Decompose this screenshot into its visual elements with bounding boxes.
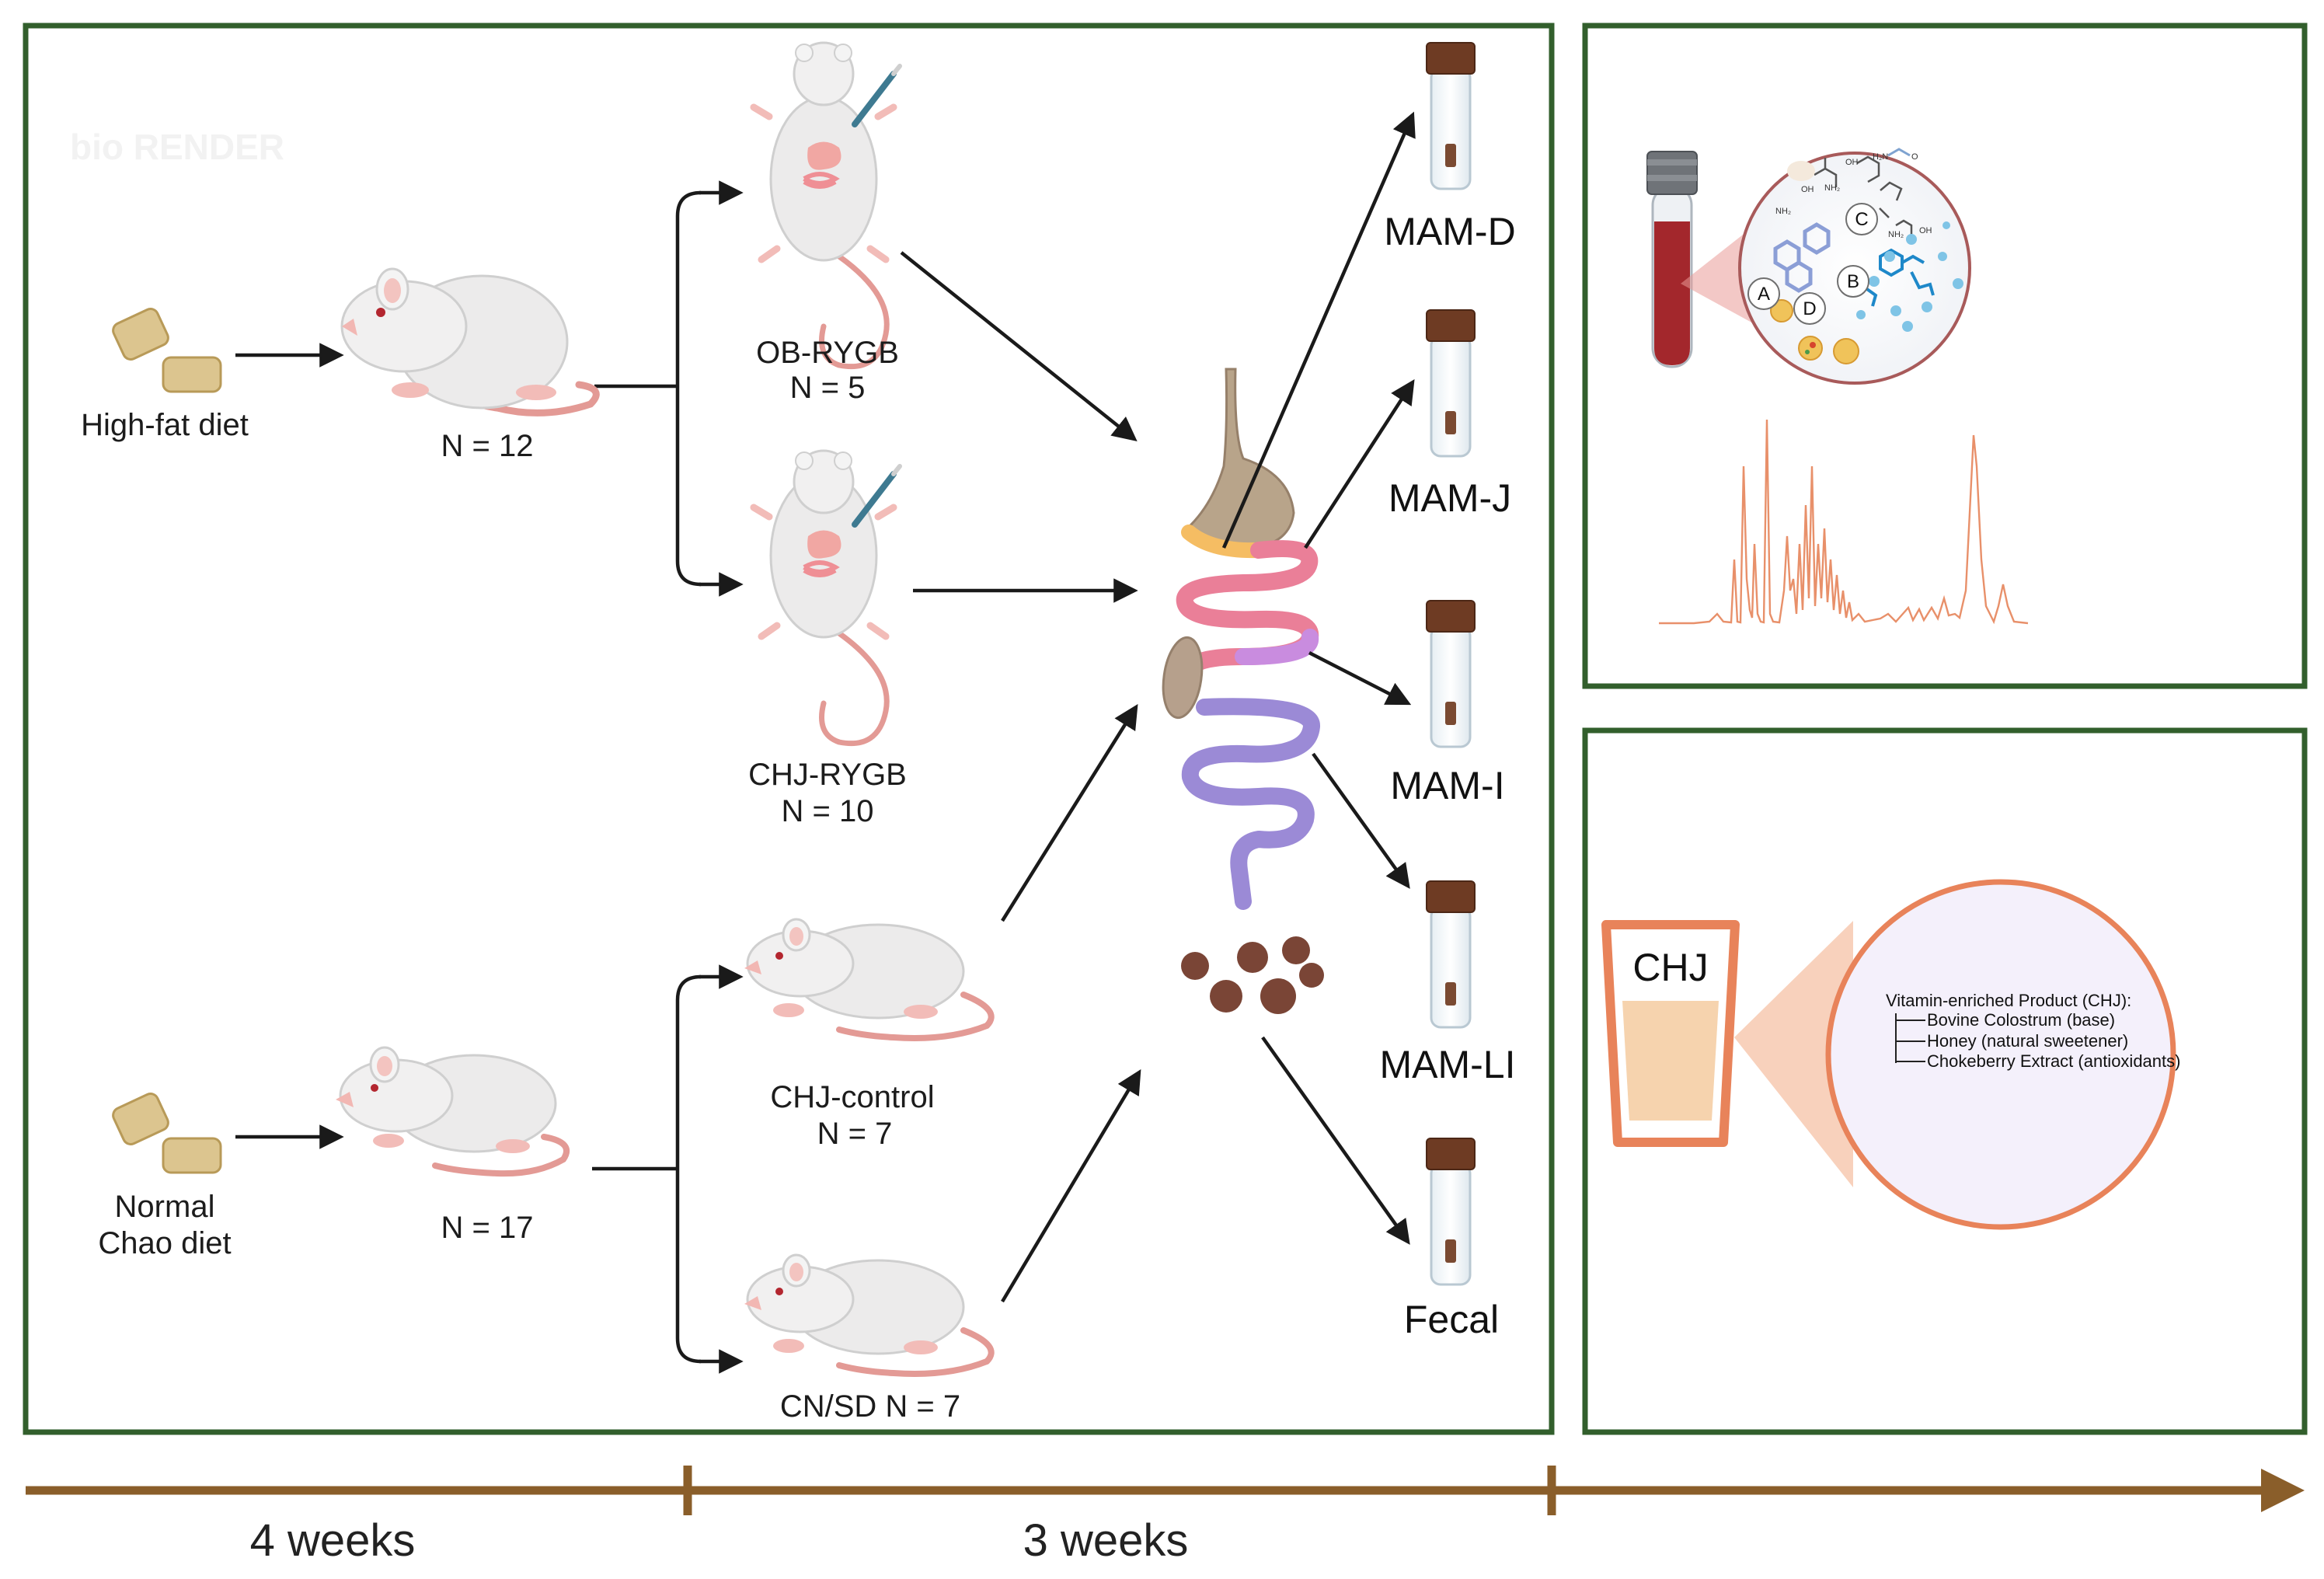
normal-diet-label-line1: Normal — [115, 1190, 215, 1224]
sample-label-mam-li: MAM-LI — [1380, 1043, 1516, 1086]
chj-control-rat-icon — [744, 918, 995, 1041]
branch-hfd — [594, 190, 702, 587]
metabolomics-panel — [1582, 23, 2308, 689]
metabolite-structures-icon — [1773, 148, 1935, 307]
obese-rat-icon — [340, 267, 600, 417]
fecal-pellets-icon — [1181, 936, 1324, 1014]
arrow-gut-to-mam-i — [1308, 650, 1412, 706]
ob-rygb-name-label: OB-RYGB — [756, 336, 899, 370]
normal-diet-label-line2: Chao diet — [98, 1226, 231, 1260]
ob-rygb-n-label: N = 5 — [790, 371, 866, 405]
gastrointestinal-tract-icon — [1162, 368, 1320, 910]
chj-rygb-surgery-rat-icon — [750, 449, 902, 747]
timeline-period-3-weeks: 3 weeks — [1023, 1515, 1189, 1566]
cn-sd-label: CN/SD N = 7 — [780, 1389, 960, 1424]
normal-diet-pellets-icon — [112, 1093, 222, 1174]
sample-tube-mam-d-icon — [1426, 42, 1476, 190]
chem-label-o: O — [1911, 152, 1918, 162]
sample-tube-fecal-icon — [1426, 1138, 1476, 1286]
sample-tube-mam-j-icon — [1426, 309, 1476, 458]
high-fat-diet-label: High-fat diet — [81, 408, 249, 442]
sample-label-mam-i: MAM-I — [1390, 764, 1504, 807]
sample-tube-mam-li-icon — [1426, 880, 1476, 1029]
metabolite-class-c: C — [1855, 209, 1868, 230]
timeline-arrowhead — [2261, 1469, 2305, 1512]
molecule-dots-icon — [1856, 221, 1963, 332]
chj-cup-label: CHJ — [1632, 946, 1708, 989]
chj-rygb-n-label: N = 10 — [782, 794, 874, 828]
branch-normal — [592, 974, 702, 1364]
arrow-fecal-to-tube — [1261, 1036, 1410, 1245]
cn-sd-rat-icon — [744, 1253, 995, 1377]
timeline-period-4-weeks: 4 weeks — [250, 1515, 416, 1566]
sample-tube-mam-i-icon — [1426, 600, 1476, 748]
chem-label-nh2b: NH₂ — [1824, 183, 1840, 193]
arrow-gut-to-mam-j — [1304, 379, 1415, 549]
main-panel — [23, 23, 1555, 1435]
arrow-gut-to-mam-d — [1221, 111, 1416, 549]
chem-label-oh2: OH — [1845, 158, 1859, 167]
chj-ingredient-3: Chokeberry Extract (antioxidants) — [1927, 1051, 2180, 1071]
sample-label-mam-j: MAM-J — [1388, 476, 1511, 520]
high-fat-diet-pellets-icon — [112, 308, 222, 393]
metabolite-class-a: A — [1758, 284, 1770, 305]
metabolite-class-d: D — [1803, 298, 1816, 319]
chj-composition-bubble — [1825, 879, 2176, 1230]
chem-label-h2n: H₂N — [1873, 152, 1888, 162]
chem-label-nh2c: NH₂ — [1888, 230, 1904, 239]
chj-ingredient-tree-lines — [1895, 1013, 1925, 1063]
zoom-cone-chj — [1734, 921, 1853, 1187]
chj-panel — [1582, 727, 2308, 1435]
chj-control-n-label: N = 7 — [817, 1117, 893, 1151]
arrow-chj-control-to-gut — [1001, 703, 1138, 922]
arrow-cn-sd-to-gut — [1001, 1068, 1141, 1303]
sample-label-fecal: Fecal — [1404, 1298, 1499, 1341]
normal-rat-n-label: N = 17 — [441, 1211, 534, 1245]
chem-label-nh2a: NH₂ — [1775, 207, 1791, 216]
chem-label-oh1: OH — [1801, 185, 1814, 194]
normal-rat-icon — [336, 1046, 570, 1177]
lipid-particles-icon — [1770, 299, 1859, 364]
chj-cup-icon — [1601, 920, 1740, 1147]
chem-label-oh3: OH — [1919, 226, 1932, 235]
chj-rygb-name-label: CHJ-RYGB — [748, 758, 907, 792]
ob-rygb-surgery-rat-icon — [750, 41, 902, 370]
arrow-ob-rygb-to-gut — [900, 251, 1138, 441]
hfd-rat-n-label: N = 12 — [441, 429, 534, 463]
metabolite-class-circles — [1747, 203, 1878, 325]
chj-control-name-label: CHJ-control — [770, 1080, 934, 1114]
chj-product-title: Vitamin-enriched Product (CHJ): — [1886, 991, 2131, 1010]
metabolite-class-b: B — [1847, 271, 1859, 292]
arrow-gut-to-mam-li — [1312, 752, 1410, 889]
chj-ingredient-1: Bovine Colostrum (base) — [1927, 1010, 2115, 1030]
biorender-watermark: bio RENDER — [70, 127, 284, 167]
nmr-spectrum-plot — [1659, 419, 2029, 625]
sample-label-mam-d: MAM-D — [1384, 210, 1515, 253]
chj-ingredient-2: Honey (natural sweetener) — [1927, 1031, 2128, 1051]
blood-tube-icon — [1646, 151, 1698, 368]
